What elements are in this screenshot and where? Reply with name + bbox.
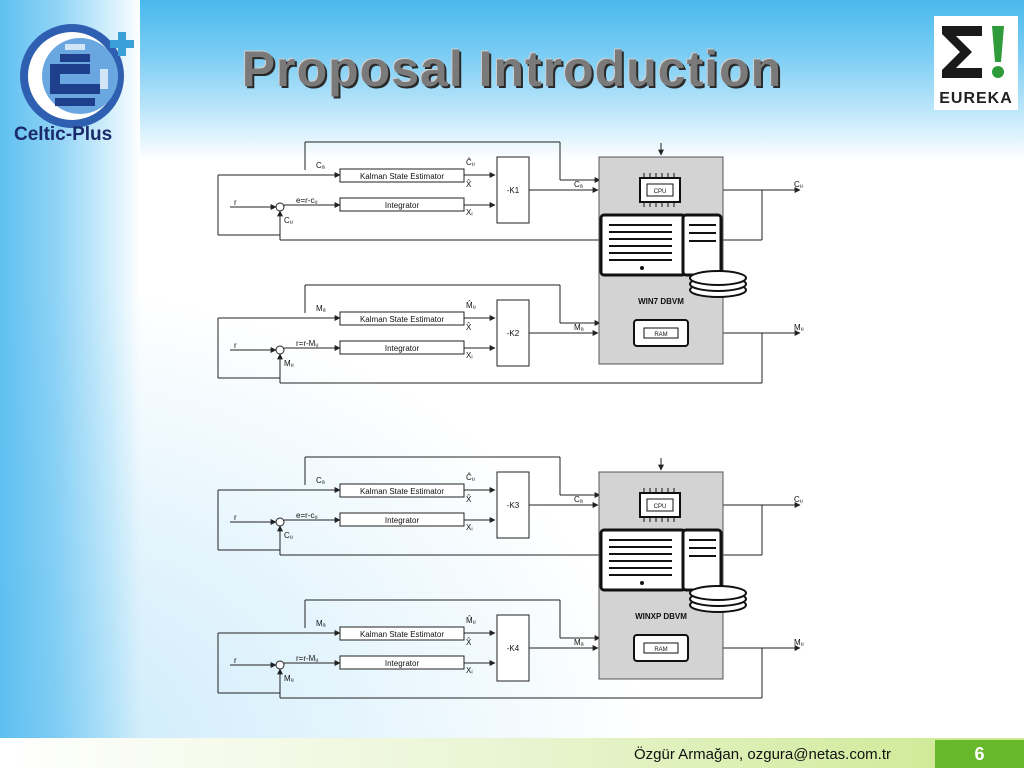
- loop-actual-label: Mₐ: [316, 304, 327, 313]
- estimator-label: Kalman State Estimator: [360, 315, 444, 324]
- integrator-state-label: Xᵢ: [466, 666, 473, 675]
- loop-actual-label: Cₐ: [316, 161, 326, 170]
- loop-actual-label: Mₐ: [316, 619, 327, 628]
- measured-label: Cᵤ: [284, 531, 293, 540]
- cpu-core: [646, 498, 674, 512]
- estimator-label: Kalman State Estimator: [360, 630, 444, 639]
- gain-box: [496, 614, 530, 682]
- ram-label: RAM: [654, 647, 667, 653]
- gain-label: -K1: [507, 186, 520, 195]
- summing-junction: [275, 345, 285, 355]
- state-estimate-label: X̂: [466, 638, 472, 647]
- header-gradient: [0, 0, 1024, 160]
- summing-junction: [275, 517, 285, 527]
- gain-label: -K3: [507, 501, 520, 510]
- integrator-state-label: Xᵢ: [466, 208, 473, 217]
- estimate-label: M̂ᵤ: [466, 616, 476, 625]
- output-label: Cᵤ: [794, 495, 803, 504]
- slide-title: Proposal Introduction: [241, 41, 783, 97]
- loop-actual-label: Cₐ: [316, 476, 326, 485]
- eureka-label: EUREKA: [939, 90, 1013, 107]
- vm-label: WINXP DBVM: [635, 612, 687, 621]
- cpu-label: CPU: [654, 504, 667, 510]
- integrator-label: Integrator: [385, 516, 420, 525]
- error-label: e=r-cᵤ: [296, 511, 318, 520]
- database-disk: [689, 270, 747, 286]
- ram-chip: [643, 327, 679, 339]
- summing-junction: [275, 660, 285, 670]
- vm-label: WIN7 DBVM: [638, 297, 684, 306]
- measured-label: Mᵤ: [284, 674, 294, 683]
- integrator-label: Integrator: [385, 344, 420, 353]
- server-led: [640, 266, 644, 270]
- reference-label: r: [234, 341, 237, 350]
- measured-label: Cᵤ: [284, 216, 293, 225]
- output-label: Mᵤ: [794, 638, 804, 647]
- measured-label: Mᵤ: [284, 359, 294, 368]
- reference-label: r: [234, 198, 237, 207]
- state-estimate-label: X̂: [466, 180, 472, 189]
- error-label: r=r-Mᵤ: [296, 339, 318, 348]
- gain-label: -K2: [507, 329, 520, 338]
- control-input-label: Cₐ: [574, 180, 584, 189]
- state-estimate-label: X̂: [466, 495, 472, 504]
- gain-label: -K4: [507, 644, 520, 653]
- left-gradient: [0, 0, 140, 768]
- server-led: [640, 581, 644, 585]
- gain-box: [496, 156, 530, 224]
- footer-author: Özgür Armağan, ozgura@netas.com.tr: [634, 746, 892, 763]
- celtic-plus-logo: [20, 24, 134, 128]
- vm-box-winxp: CPU WINXP DBVM RAM: [598, 458, 747, 680]
- estimate-label: Ĉᵤ: [466, 158, 475, 167]
- page-number: 6: [935, 740, 1024, 768]
- output-label: Mᵤ: [794, 323, 804, 332]
- ram-chip: [643, 642, 679, 654]
- gain-box: [496, 299, 530, 367]
- control-input-label: Mₐ: [574, 638, 585, 647]
- integrator-state-label: Xᵢ: [466, 351, 473, 360]
- reference-label: r: [234, 656, 237, 665]
- gain-box: [496, 471, 530, 539]
- vm-box-win7: CPU WIN7 DBVM RAM: [598, 143, 747, 365]
- cpu-core: [646, 183, 674, 197]
- control-input-label: Cₐ: [574, 495, 584, 504]
- estimate-label: M̂ᵤ: [466, 301, 476, 310]
- estimator-label: Kalman State Estimator: [360, 172, 444, 181]
- eureka-logo: [934, 16, 1018, 110]
- output-label: Cᵤ: [794, 180, 803, 189]
- integrator-state-label: Xᵢ: [466, 523, 473, 532]
- footer-bar: [0, 738, 1024, 768]
- estimator-label: Kalman State Estimator: [360, 487, 444, 496]
- error-label: e=r-cᵤ: [296, 196, 318, 205]
- ram-label: RAM: [654, 332, 667, 338]
- celtic-plus-label: Celtic-Plus: [14, 124, 113, 145]
- integrator-label: Integrator: [385, 659, 420, 668]
- state-estimate-label: X̂: [466, 323, 472, 332]
- cpu-label: CPU: [654, 189, 667, 195]
- integrator-label: Integrator: [385, 201, 420, 210]
- database-disk: [689, 585, 747, 601]
- control-input-label: Mₐ: [574, 323, 585, 332]
- summing-junction: [275, 202, 285, 212]
- reference-label: r: [234, 513, 237, 522]
- estimate-label: Ĉᵤ: [466, 473, 475, 482]
- error-label: r=r-Mᵤ: [296, 654, 318, 663]
